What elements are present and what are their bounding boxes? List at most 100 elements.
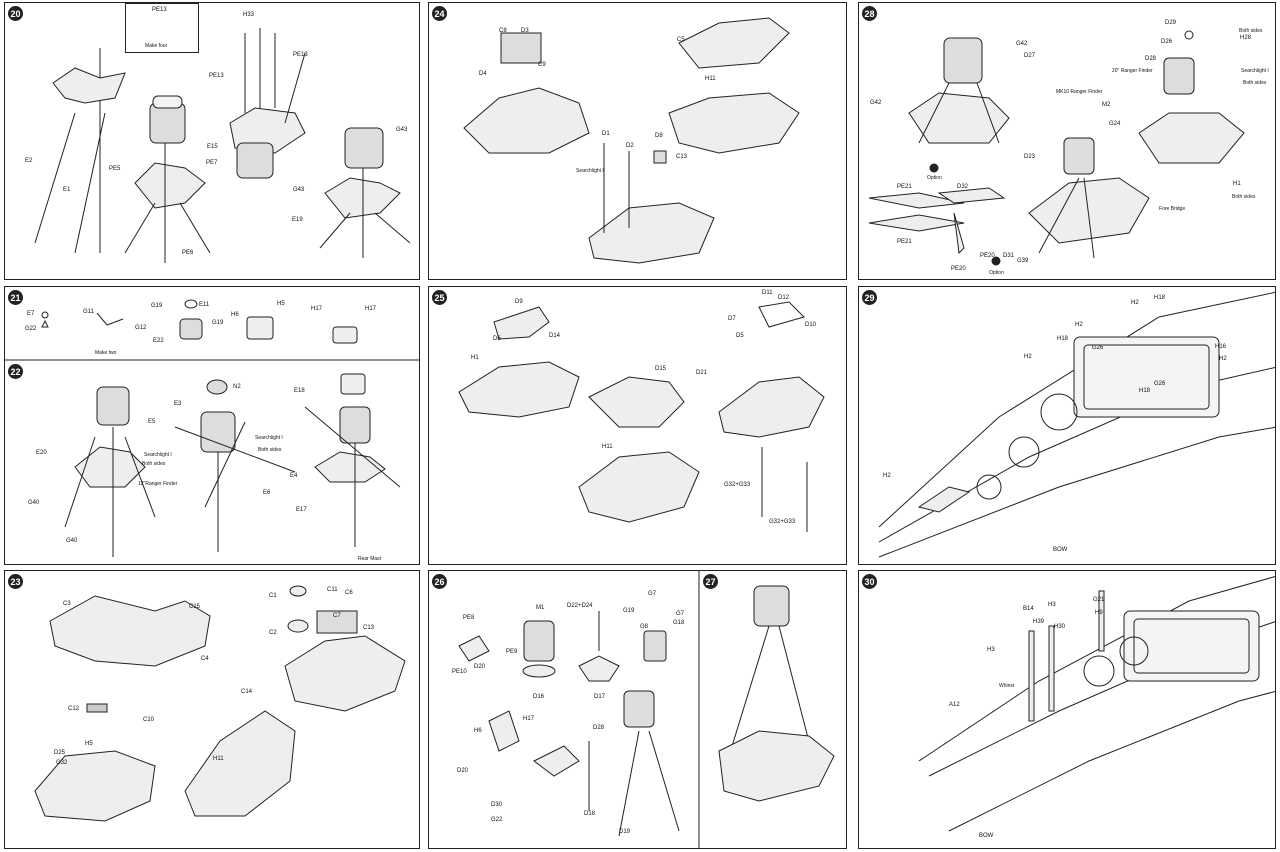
step-28-panel: 28 D29 H28 Both sides D26 Searchlight I … [858,2,1276,280]
step-20-number: 20 [8,6,23,21]
label-pe9: PE9 [506,649,518,655]
step-28-drawing [868,30,1245,266]
label-h2e: H2 [883,473,891,479]
label-pe8: PE8 [463,615,475,621]
label-searchlight: Searchlight I [1241,68,1269,74]
label-g43b: G43 [293,187,305,193]
label-e19: E19 [292,217,303,223]
label-rear-mast: Rear Mast [358,556,382,562]
label-option-1: Option [927,175,942,181]
step-29-number: 29 [862,290,877,305]
label-m1: M1 [536,605,545,611]
step-21-22-panel: 21 E7 G22 G11 G12 Make two G19 E11 G19 E… [4,286,420,565]
label-bow: BOW [979,833,994,839]
label-d18: D18 [584,811,596,817]
label-h11: H11 [602,444,613,450]
label-bothsides-2: Both sides [1243,80,1267,86]
label-make-four: Make four [145,43,168,49]
label-g32: G32 [56,760,68,766]
label-d21: D21 [696,370,708,376]
step-23-panel: 23 C3 C15 C4 C1 C11 C6 C2 C7 C13 C12 C10… [4,570,420,849]
label-m2: M2 [1102,102,1111,108]
label-e5: E5 [148,419,156,425]
label-d11: D11 [762,290,773,296]
label-pe20a: PE20 [980,253,995,259]
label-d8: D8 [655,133,663,139]
label-g26b: G26 [1154,381,1166,387]
label-h9: H9 [1095,610,1103,616]
label-c13: C13 [676,154,688,160]
step-25-drawing [458,301,825,532]
step-30-drawing [918,576,1275,832]
label-h5: H5 [85,741,93,747]
label-h17b: H17 [365,306,377,312]
label-pe6: PE6 [182,250,194,256]
label-g22: G22 [25,326,37,332]
make-four-callout [125,3,199,53]
label-pe20b: PE20 [951,266,966,272]
label-h17a: H17 [311,306,323,312]
step-21-number: 21 [8,290,23,305]
step-25-panel: 25 D9 D6 D14 H1 D11 D12 D7 D10 D5 D15 D2… [428,286,847,565]
label-g42a: G42 [1016,41,1028,47]
label-pe5: PE5 [109,166,121,172]
label-c4: C4 [201,656,209,662]
step-20-panel: 20 PE13 Make four H33 PE13 PE13 E15 PE7 … [4,2,420,280]
label-h11: H11 [213,756,224,762]
step-29-drawing [878,291,1275,558]
label-pe13a: PE13 [152,7,167,13]
step-24-drawing [463,17,800,264]
label-g40b: G40 [66,538,78,544]
label-pe13b: PE13 [293,52,308,58]
label-d5: D5 [736,333,744,339]
label-g22: G22 [491,817,503,823]
label-e6: E6 [263,490,271,496]
label-rangefinder-20: 20" Ranger Finder [1112,68,1153,74]
label-e20: E20 [36,450,47,456]
label-d1: D1 [602,131,610,137]
step-24-panel: 24 C8 D3 D4 C9 C5 H11 D1 D2 D8 C13 Searc… [428,2,847,280]
label-c2: C2 [269,630,277,636]
label-d20b: D20 [457,768,469,774]
label-c11: C11 [327,587,338,593]
label-d23: D23 [1024,154,1036,160]
label-g42b: G42 [870,100,882,106]
label-h18a: H18 [1154,295,1166,301]
step-30-number: 30 [862,574,877,589]
label-c10: C10 [143,717,155,723]
label-d19: D19 [619,829,631,835]
label-h3: H3 [1048,602,1056,608]
label-h2c: H2 [1024,354,1032,360]
label-bow: BOW [1053,547,1068,553]
label-option-2: Option [989,270,1004,276]
label-pe21a: PE21 [897,184,912,190]
step-25-number: 25 [432,290,447,305]
label-e3: E3 [174,401,182,407]
label-g19b: G19 [212,320,224,326]
label-searchlight: Searchlight I [576,168,604,174]
label-d14: D14 [549,333,561,339]
label-d30: D30 [491,802,503,808]
label-e11: E11 [199,302,210,308]
label-h6: H6 [474,728,482,734]
label-d25: D25 [54,750,66,756]
label-h17: H17 [523,716,535,722]
label-h33: H33 [243,12,255,18]
label-g32g33a: G32+G33 [724,482,751,488]
label-d7: D7 [728,316,736,322]
step-27-number: 27 [703,574,718,589]
label-e17: E17 [296,507,307,513]
label-e7: E7 [27,311,35,317]
label-bothsides-1: Both sides [1239,28,1263,34]
label-d6: D6 [493,336,501,342]
label-h1: H1 [1233,181,1241,187]
label-g39: G39 [1017,258,1029,264]
step-21-22-drawing [5,299,419,557]
label-d28: D28 [1145,56,1157,62]
label-c1: C1 [269,593,277,599]
label-h2a: H2 [1131,300,1139,306]
label-a12: A12 [949,702,960,708]
label-mk10: MK10 Ranger Finder [1056,89,1103,95]
step-23-number: 23 [8,574,23,589]
label-bothsides-2: Both sides [258,447,282,453]
